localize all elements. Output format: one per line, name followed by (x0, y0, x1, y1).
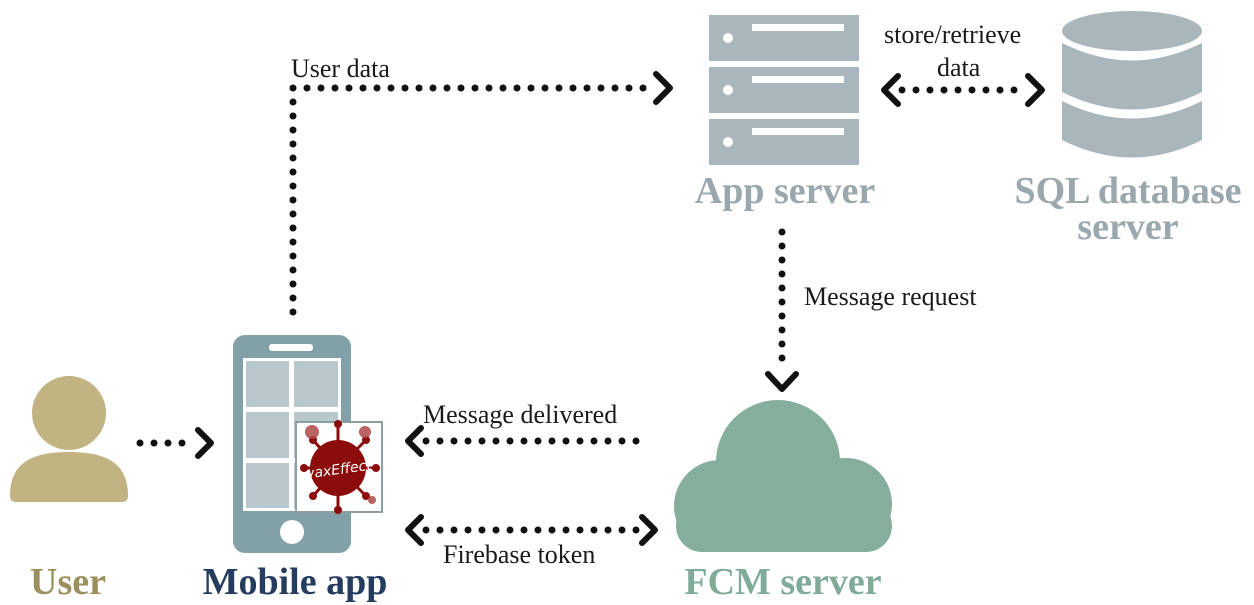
edge-label-firebase-token: Firebase token (443, 540, 596, 569)
server-rack-icon (709, 15, 859, 165)
connector-message-delivered (405, 425, 652, 457)
vaxeffect-logo: vaxEffect (295, 420, 383, 514)
node-label-app-server: App server (694, 170, 876, 212)
arrowhead-down (765, 371, 799, 392)
edge-label-store-retrieve: store/retrieve (884, 20, 1022, 49)
connector-message-request (765, 228, 799, 392)
arrowhead-right (195, 427, 214, 459)
arrowhead-left (405, 514, 424, 546)
edge-label-user-data: User data (291, 54, 390, 83)
user-icon (10, 376, 128, 502)
edge-label-message-request: Message request (804, 282, 977, 311)
arrowhead-right (1025, 73, 1045, 107)
arrowhead-left (881, 73, 901, 107)
arrowhead-right (653, 71, 673, 105)
connector-user-to-app (136, 427, 214, 459)
node-label-sql-line1: SQL database (1014, 170, 1242, 212)
node-label-user: User (30, 561, 106, 603)
database-icon (1062, 11, 1202, 158)
node-label-sql-line2: server (1077, 206, 1179, 248)
node-label-mobile-app: Mobile app (202, 561, 388, 603)
node-label-fcm-server: FCM server (684, 561, 882, 603)
connector-store-retrieve (881, 73, 1045, 107)
arrowhead-left (405, 425, 424, 457)
arrowhead-right (639, 514, 658, 546)
connector-user-data (289, 71, 673, 316)
connector-firebase-token (405, 514, 658, 546)
edge-label-store-retrieve-data: data (937, 53, 981, 82)
cloud-icon (674, 400, 892, 552)
edge-label-message-delivered: Message delivered (423, 400, 618, 429)
